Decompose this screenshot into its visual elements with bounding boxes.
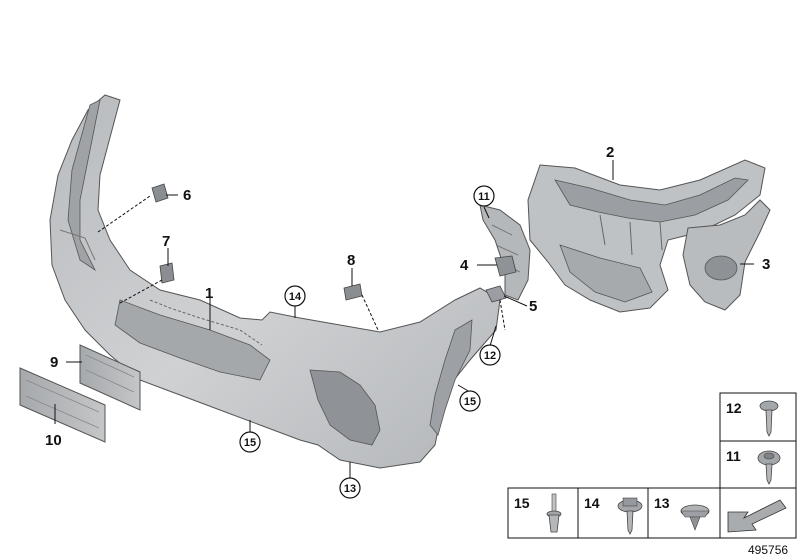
flange-screw-icon [757, 450, 781, 485]
legend-box-15 [507, 487, 579, 539]
license-plate-base-9 [79, 344, 141, 411]
callout-1: 1 [205, 285, 213, 302]
callout-14-text: 14 [289, 291, 302, 303]
bumper-cover-part [49, 94, 501, 469]
legend-box-12 [719, 392, 797, 442]
circled-callout-11: 11 [473, 185, 495, 207]
legend-label-15: 15 [514, 495, 530, 511]
callout-15-right-text: 15 [464, 396, 476, 408]
torx-screw-icon [759, 400, 779, 437]
callout-13-text: 13 [344, 483, 356, 495]
callout-15-left-text: 15 [244, 437, 256, 449]
callout-2: 2 [606, 144, 614, 161]
license-plate-base-10 [19, 367, 106, 443]
callout-12-text: 12 [484, 350, 496, 362]
clip-part-4 [494, 255, 517, 277]
callout-8: 8 [347, 252, 355, 269]
legend-label-13: 13 [654, 495, 670, 511]
expanding-rivet-icon [546, 493, 562, 533]
callout-11-text: 11 [478, 191, 490, 203]
bumper-carrier-part [527, 159, 766, 313]
legend-label-12: 12 [726, 400, 742, 416]
callout-6: 6 [183, 187, 191, 204]
clip-part-5 [485, 285, 507, 303]
callout-7: 7 [162, 233, 170, 250]
legend-box-11 [719, 440, 797, 489]
guide-bracket-part [479, 204, 531, 301]
circled-callout-13: 13 [339, 477, 361, 499]
clip-part-6 [151, 183, 169, 203]
clip-part-7 [159, 262, 175, 284]
callout-10: 10 [45, 432, 62, 449]
circled-callout-14: 14 [284, 285, 306, 307]
callout-4: 4 [460, 257, 469, 274]
clip-nut-icon [680, 504, 710, 531]
leader-lines [54, 160, 754, 478]
callout-3: 3 [762, 256, 770, 273]
legend-label-11: 11 [726, 448, 741, 464]
assembly-lines [97, 195, 506, 331]
callout-9: 9 [50, 354, 58, 371]
clip-part-8 [343, 283, 363, 301]
legend-box-14 [577, 487, 649, 539]
diagram-reference-number: 495756 [748, 543, 788, 557]
callout-5: 5 [529, 298, 537, 315]
legend-label-14: 14 [584, 495, 600, 511]
circled-callout-15-left: 15 [239, 431, 261, 453]
circled-callout-12: 12 [479, 344, 501, 366]
arrow-symbol-icon [727, 499, 787, 533]
circled-callout-15-right: 15 [459, 390, 481, 412]
side-bracket-part [682, 199, 771, 311]
hex-flange-screw-icon [617, 497, 643, 535]
